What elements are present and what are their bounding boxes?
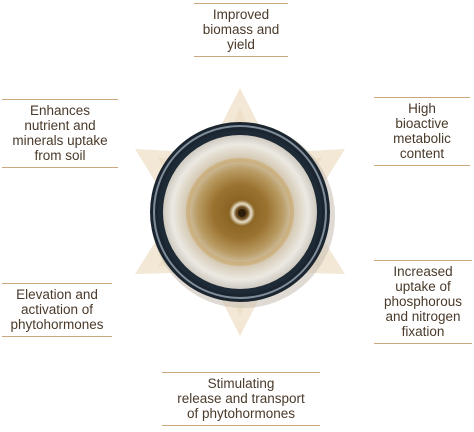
label-line: and nitrogen [385,309,461,324]
label-line: of phytohormones [186,406,296,421]
label-line: nutrient and [24,118,96,133]
label-line: uptake of [395,279,451,294]
fungus-ring [186,158,294,266]
label-line: Increased [393,264,453,279]
label-line: metabolic [393,131,451,146]
label-line: phosphorous [383,294,463,309]
label-line: yield [227,37,255,52]
petri-dish [150,122,335,308]
label-line: Stimulating [207,376,275,391]
label-enhances-nutrient: Enhances nutrient and minerals uptake fr… [2,99,118,168]
label-line: activation of [20,302,94,317]
label-line: biomass and [202,22,280,37]
label-elevation-phytohormones: Elevation and activation of phytohormone… [2,283,112,337]
label-line: Elevation and [16,287,98,302]
label-line: fixation [401,324,445,339]
label-line: Improved [212,7,270,22]
label-increased-uptake: Increased uptake of phosphorous and nitr… [374,260,472,344]
label-stimulating-release: Stimulating release and transport of phy… [162,372,320,426]
dish-rim-highlight [153,125,327,299]
label-line: phytohormones [10,317,104,332]
label-line: Enhances [29,103,91,118]
label-improved-biomass: Improved biomass and yield [194,3,288,57]
label-line: bioactive [395,116,449,131]
label-line: High [408,101,436,116]
label-line: content [399,146,445,161]
label-high-bioactive: High bioactive metabolic content [374,97,470,166]
label-line: release and transport [177,391,305,406]
fungus-core [238,209,246,217]
label-line: from soil [34,148,86,163]
label-line: minerals uptake [12,133,108,148]
